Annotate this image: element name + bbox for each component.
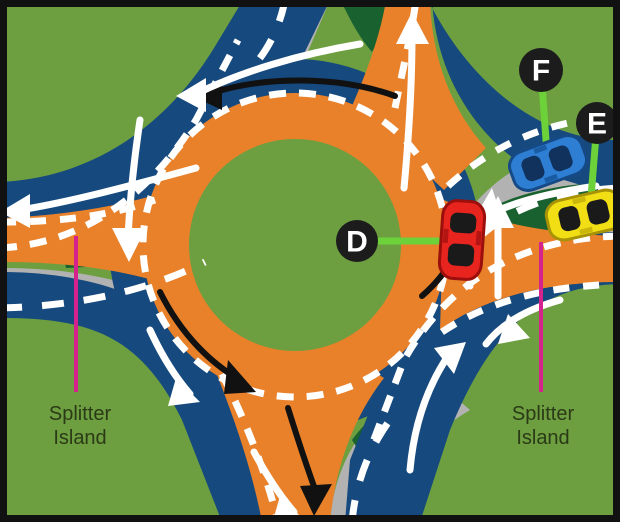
blue-car-windshield [521, 155, 545, 182]
vehicle-path-arrows [7, 12, 600, 515]
callout-marker-e-letter: E [587, 108, 607, 141]
red-car-rear-window [447, 243, 475, 267]
callout-marker-d-circle[interactable] [336, 220, 378, 262]
callout-marker-f-letter: F [532, 55, 550, 88]
leg-northwest [7, 7, 327, 232]
red-car-windshield [449, 212, 477, 234]
apron-flare-northeast [352, 7, 486, 190]
yellow-car [544, 188, 613, 242]
callout-marker-f[interactable]: F [519, 48, 563, 92]
splitter-island-label-right: Splitter Island [512, 403, 575, 449]
splitter-island-label-left: Splitter Island [49, 403, 112, 449]
splitter-island-label-left-line1: Splitter [49, 403, 112, 425]
leg-southwest [7, 272, 298, 515]
callout-marker-e[interactable]: E [576, 102, 618, 144]
splitter-island-label-left-line2: Island [53, 427, 106, 449]
yellow-car-rear-window [586, 199, 610, 225]
splitter-island-markers [74, 236, 543, 392]
callout-marker-e-circle[interactable] [576, 102, 618, 144]
blue-car-rear-window [548, 145, 573, 172]
yellow-car-windshield [558, 206, 581, 232]
blue-car [507, 134, 589, 192]
splitter-island-label-right-line2: Island [516, 427, 569, 449]
callout-marker-d[interactable]: D [336, 220, 378, 262]
callout-marker-f-circle[interactable] [519, 48, 563, 92]
red-car [437, 199, 487, 281]
callout-marker-d-letter: D [346, 226, 368, 259]
central-island [189, 139, 401, 351]
splitter-island-label-right-line1: Splitter [512, 403, 575, 425]
